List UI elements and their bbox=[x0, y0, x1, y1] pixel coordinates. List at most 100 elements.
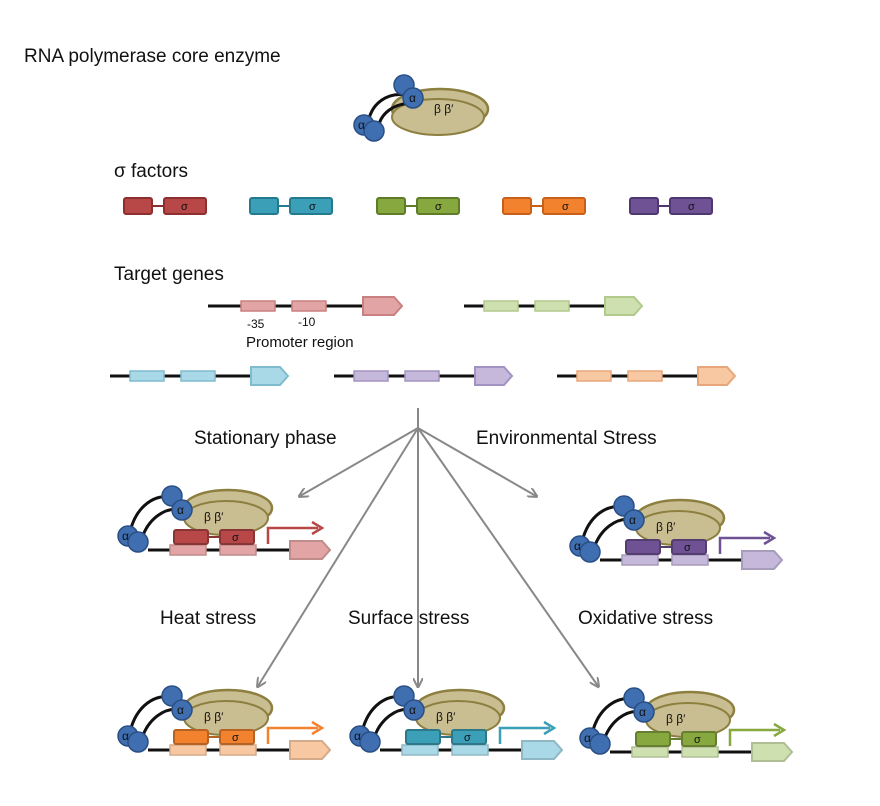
beta-label: β β′ bbox=[656, 520, 676, 534]
promoter-minus35-box bbox=[401, 744, 439, 756]
target-gene-orange bbox=[557, 366, 737, 386]
promoter-minus10-box bbox=[671, 554, 709, 566]
target-gene-red bbox=[208, 296, 404, 316]
beta-label: β β′ bbox=[204, 510, 224, 524]
alpha-subunit bbox=[579, 541, 601, 563]
sigma-symbol: σ bbox=[562, 201, 569, 213]
sigma-factors-title: σ factors bbox=[114, 161, 188, 182]
target-gene-green bbox=[464, 296, 644, 316]
promoter-region-label: Promoter region bbox=[246, 334, 354, 351]
alpha-label: α bbox=[639, 705, 646, 719]
transcription-arrow-head bbox=[773, 722, 787, 738]
holoenzyme-environmental-purple: α α β β′ σ bbox=[569, 495, 784, 570]
holoenzyme-oxidative-green: ααβ β′σ bbox=[579, 687, 794, 762]
sigma-symbol: σ bbox=[309, 201, 316, 213]
sigma-factor-purple: σ bbox=[629, 197, 713, 215]
arrow-to-heat bbox=[258, 427, 419, 686]
transcription-start-line bbox=[498, 726, 550, 744]
sigma-symbol: σ bbox=[232, 532, 239, 544]
alpha-label: α bbox=[629, 513, 636, 527]
transcription-start-line bbox=[266, 726, 318, 744]
alpha-subunit bbox=[171, 699, 193, 721]
promoter-minus10-label: -10 bbox=[298, 315, 316, 329]
sigma-symbol: σ bbox=[232, 732, 239, 744]
alpha-label: α bbox=[574, 539, 581, 553]
alpha-subunit bbox=[403, 699, 425, 721]
transcription-start-line bbox=[266, 526, 318, 544]
alpha-label: α bbox=[177, 703, 184, 717]
target-genes-title: Target genes bbox=[114, 264, 224, 285]
sigma-factor-orange: σ bbox=[502, 197, 586, 215]
sigma-domain bbox=[219, 529, 255, 545]
sigma-domain bbox=[671, 539, 707, 555]
holoenzyme-surface-blue: α α β β′ σ bbox=[349, 685, 564, 760]
label-surface-stress: Surface stress bbox=[348, 608, 469, 629]
alpha-label: α bbox=[358, 118, 365, 132]
sigma-factor-blue: σ bbox=[249, 197, 333, 215]
promoter-minus10-box bbox=[681, 746, 719, 758]
core-enzyme: α α β β′ bbox=[353, 74, 490, 142]
gene-block bbox=[751, 742, 794, 762]
alpha-label: α bbox=[354, 729, 361, 743]
sigma-symbol: σ bbox=[464, 732, 471, 744]
alpha-label: α bbox=[409, 91, 416, 105]
arrow-to-stationary bbox=[300, 427, 419, 496]
transcription-arrow-head bbox=[311, 520, 325, 536]
sigma-domain bbox=[635, 731, 671, 747]
promoter-minus10-box bbox=[219, 744, 257, 756]
alpha-label: α bbox=[177, 503, 184, 517]
sigma-symbol: σ bbox=[688, 201, 695, 213]
gene-block bbox=[521, 740, 564, 760]
promoter-minus35-box bbox=[621, 554, 659, 566]
holoenzyme-heat-orange: ααβ β′σ bbox=[117, 685, 332, 760]
promoter-minus35-label: -35 bbox=[247, 317, 265, 331]
transcription-start-line bbox=[728, 728, 780, 746]
sigma-symbol: σ bbox=[684, 542, 691, 554]
alpha-label: α bbox=[409, 703, 416, 717]
alpha-subunit bbox=[633, 701, 655, 723]
alpha-subunit bbox=[171, 499, 193, 521]
transcription-start-line bbox=[718, 536, 770, 554]
sigma-domain bbox=[219, 729, 255, 745]
sigma-domain bbox=[451, 729, 487, 745]
alpha-subunit bbox=[589, 733, 611, 755]
sigma-domain bbox=[681, 731, 717, 747]
alpha-subunit bbox=[127, 531, 149, 553]
label-stationary-phase: Stationary phase bbox=[194, 428, 337, 449]
beta-label: β β′ bbox=[436, 710, 456, 724]
target-gene-purple bbox=[334, 366, 514, 386]
sigma-symbol: σ bbox=[435, 201, 442, 213]
beta-label: β β′ bbox=[666, 712, 686, 726]
arrow-to-oxidative bbox=[417, 427, 598, 686]
label-heat-stress: Heat stress bbox=[160, 608, 256, 629]
holoenzyme-stationary-red: ααβ β′σ bbox=[117, 485, 332, 560]
sigma-domain bbox=[173, 729, 209, 745]
alpha-subunit bbox=[359, 731, 381, 753]
gene-block bbox=[289, 540, 332, 560]
transcription-arrow-head bbox=[763, 530, 777, 546]
label-environmental-stress: Environmental Stress bbox=[476, 428, 657, 449]
beta-label: β β′ bbox=[434, 102, 454, 116]
promoter-minus10-box bbox=[451, 744, 489, 756]
promoter-minus35-box bbox=[169, 744, 207, 756]
sigma-domain bbox=[173, 529, 209, 545]
sigma-factor-red: σ bbox=[123, 197, 207, 215]
alpha-subunit bbox=[623, 509, 645, 531]
core-enzyme-title: RNA polymerase core enzyme bbox=[24, 46, 281, 67]
promoter-minus10-box bbox=[219, 544, 257, 556]
promoter-minus35-box bbox=[169, 544, 207, 556]
promoter-minus35-box bbox=[631, 746, 669, 758]
alpha-subunit bbox=[127, 731, 149, 753]
gene-block bbox=[289, 740, 332, 760]
sigma-domain bbox=[405, 729, 441, 745]
sigma-domain bbox=[625, 539, 661, 555]
beta-label: β β′ bbox=[204, 710, 224, 724]
transcription-arrow-head bbox=[311, 720, 325, 736]
transcription-arrow-head bbox=[543, 720, 557, 736]
branch-arrows bbox=[258, 408, 598, 686]
sigma-factor-green: σ bbox=[376, 197, 460, 215]
arrow-to-environmental bbox=[417, 427, 536, 496]
alpha-label: α bbox=[584, 731, 591, 745]
sigma-symbol: σ bbox=[181, 201, 188, 213]
